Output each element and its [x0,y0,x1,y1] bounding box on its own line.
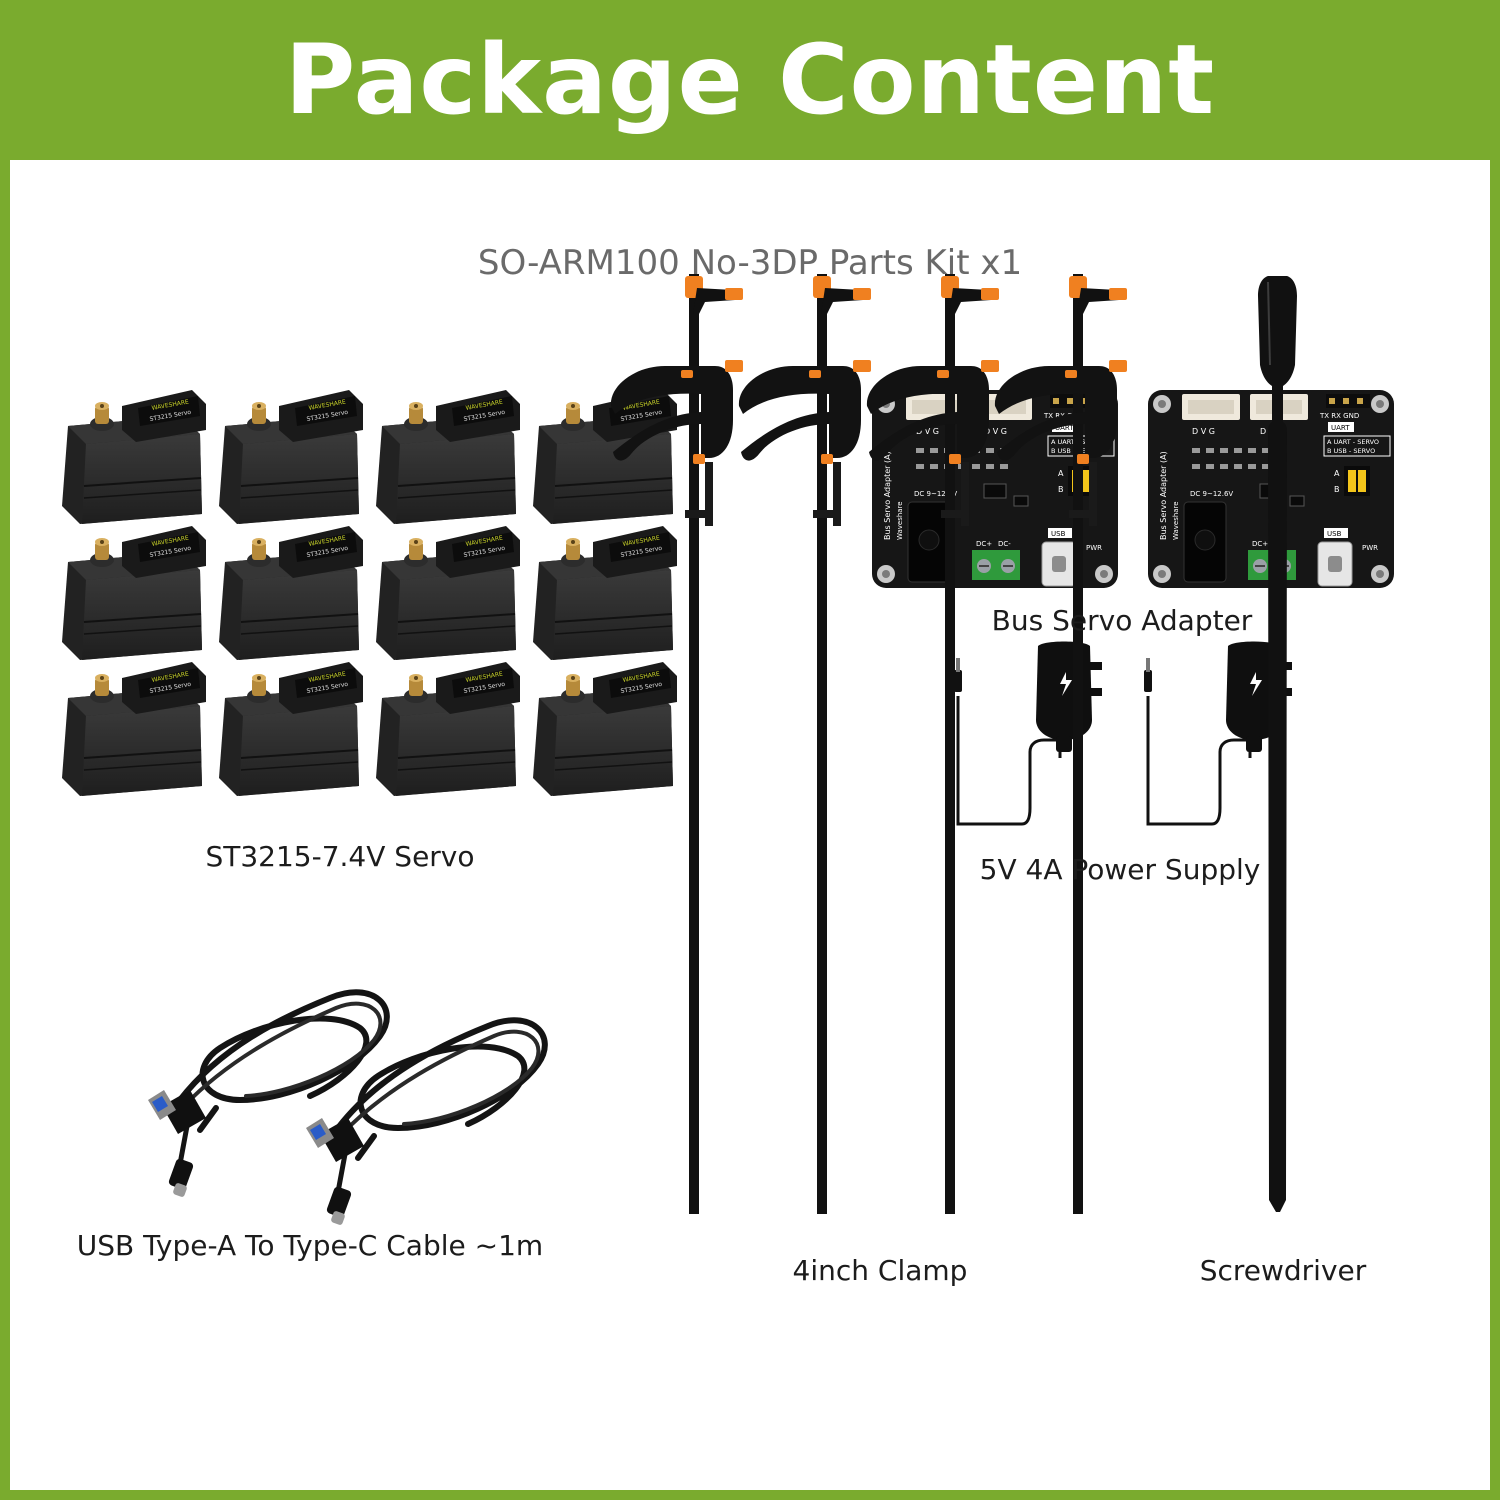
board-name: Bus Servo Adapter (A) [883,451,892,540]
svg-text:Waveshare: Waveshare [1172,501,1180,540]
servo-caption: ST3215-7.4V Servo [205,840,475,873]
svg-text:DC-: DC- [998,540,1011,548]
dip-switch [1348,470,1356,492]
clamp [610,274,743,1214]
usb-cable [148,989,390,1197]
svg-text:D V G: D V G [1192,427,1215,436]
usb-a-plug [320,1118,364,1162]
dc-plug [1144,670,1152,692]
clamp [866,274,999,1214]
svg-text:USB: USB [1051,530,1066,538]
uart-label: UART [1331,424,1350,432]
page-title: Package Content [284,24,1216,136]
usb-c-plug [326,1186,352,1218]
clamp-pad [1109,288,1127,300]
servo-horn [95,542,109,560]
svg-text:PWR: PWR [1086,544,1102,552]
servo-horn [95,406,109,424]
board-name: Bus Servo Adapter (A) [1159,451,1168,540]
usb-cable-caption: USB Type-A To Type-C Cable ~1m [76,1229,544,1262]
svg-text:A: A [1334,469,1340,478]
servo-horn [409,542,423,560]
clamp [738,274,871,1214]
servo-horn [252,406,266,424]
svg-text:A UART - SERVO: A UART - SERVO [1327,438,1379,446]
usb-c-plug [168,1158,194,1190]
usb-cable [306,1017,548,1225]
svg-text:USB: USB [1327,530,1342,538]
servo-horn [409,406,423,424]
svg-text:Waveshare: Waveshare [896,501,904,540]
svg-text:PWR: PWR [1362,544,1378,552]
kit-title: SO-ARM100 No-3DP Parts Kit x1 [477,243,1023,283]
servo-horn [566,678,580,696]
clamp [994,274,1127,1214]
clamp-handle [610,366,733,461]
svg-text:A: A [1058,469,1064,478]
clamp-group [610,274,1127,1214]
clamp-pad [981,288,999,300]
servo-horn [252,678,266,696]
adapter-caption: Bus Servo Adapter [991,604,1253,637]
svg-text:B: B [1058,485,1064,494]
clamp-pad [725,288,743,300]
svg-text:DC+: DC+ [1252,540,1268,548]
power-supply-group [954,641,1292,826]
clamp-caption: 4inch Clamp [792,1254,968,1287]
power-supply-caption: 5V 4A Power Supply [979,853,1261,886]
svg-text:DC 9~12.6V: DC 9~12.6V [914,490,957,498]
svg-text:D V G: D V G [984,427,1007,436]
servo-horn [95,678,109,696]
svg-text:TX RX GND: TX RX GND [1319,412,1359,420]
servo-horn [566,406,580,424]
svg-text:B USB - SERVO: B USB - SERVO [1327,447,1375,455]
clamp-pad [853,288,871,300]
clamp-handle [994,366,1117,461]
usb-a-plug [162,1090,206,1134]
lightning-icon [1060,672,1072,696]
servo-horn [252,542,266,560]
lightning-icon [1250,672,1262,696]
clamp-handle [866,366,989,461]
svg-text:DC 9~12.6V: DC 9~12.6V [1190,490,1233,498]
servo-horn [409,678,423,696]
svg-text:D V G: D V G [916,427,939,436]
screwdriver-caption: Screwdriver [1199,1254,1367,1287]
servo-horn [566,542,580,560]
usb-cable-group [148,989,548,1225]
clamp-handle [738,366,861,461]
uart-label: UART [1055,424,1074,432]
dc-plug [954,670,962,692]
svg-text:DC+: DC+ [976,540,992,548]
svg-text:B: B [1334,485,1340,494]
screwdriver-image [1258,276,1297,1212]
